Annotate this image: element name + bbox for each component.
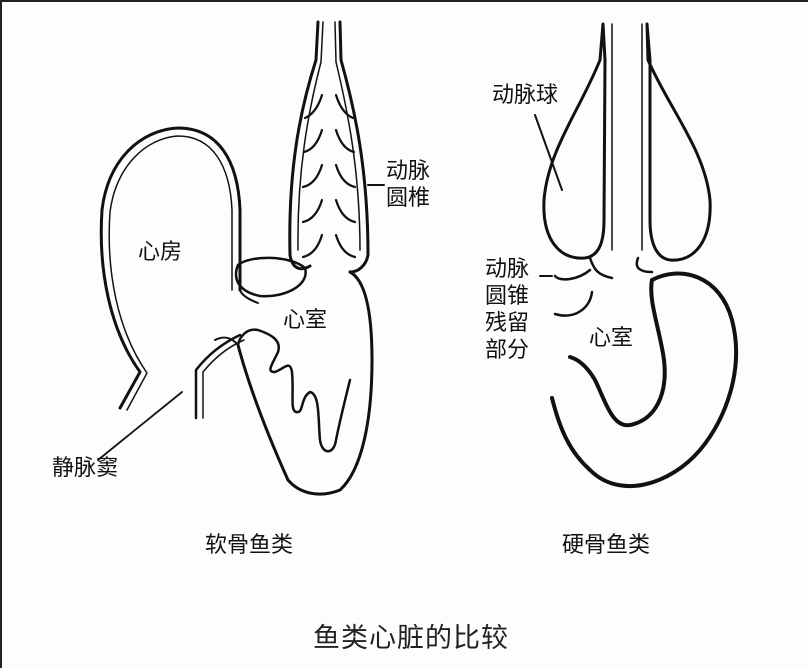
label-ventricle-left: 心室 [283, 308, 328, 333]
caption-bony-fish: 硬骨鱼类 [562, 533, 651, 558]
label-conus-remnant: 动脉 圆锥 残留 部分 [485, 256, 529, 364]
label-conus-arteriosus: 动脉 圆椎 [386, 158, 430, 212]
label-conus-remnant-line3: 残留 [485, 311, 530, 336]
label-sinus-venosus: 静脉窦 [52, 456, 119, 481]
atrium-wall [99, 126, 242, 410]
left-heart-drawing [97, 20, 385, 496]
caption-cartilaginous-fish: 软骨鱼类 [205, 533, 294, 558]
ventricle-wall [236, 270, 374, 496]
label-ventricle-right: 心室 [589, 326, 634, 351]
figure-title: 鱼类心脏的比较 [313, 623, 509, 654]
bulbus-arteriosus-left [542, 22, 607, 260]
label-conus-line1: 动脉 [386, 159, 431, 184]
label-atrium: 心房 [138, 240, 183, 265]
ventricle-wall-right [550, 271, 739, 488]
right-heart-drawing [534, 22, 739, 488]
label-conus-remnant-line4: 部分 [485, 338, 530, 363]
label-bulbus-arteriosus: 动脉球 [492, 83, 559, 108]
bulbus-arteriosus-right [645, 22, 712, 262]
conus-arteriosus [288, 20, 320, 271]
label-conus-remnant-line1: 动脉 [485, 257, 530, 282]
label-conus-remnant-line2: 圆锥 [485, 284, 530, 309]
label-conus-line2: 圆椎 [386, 186, 431, 211]
